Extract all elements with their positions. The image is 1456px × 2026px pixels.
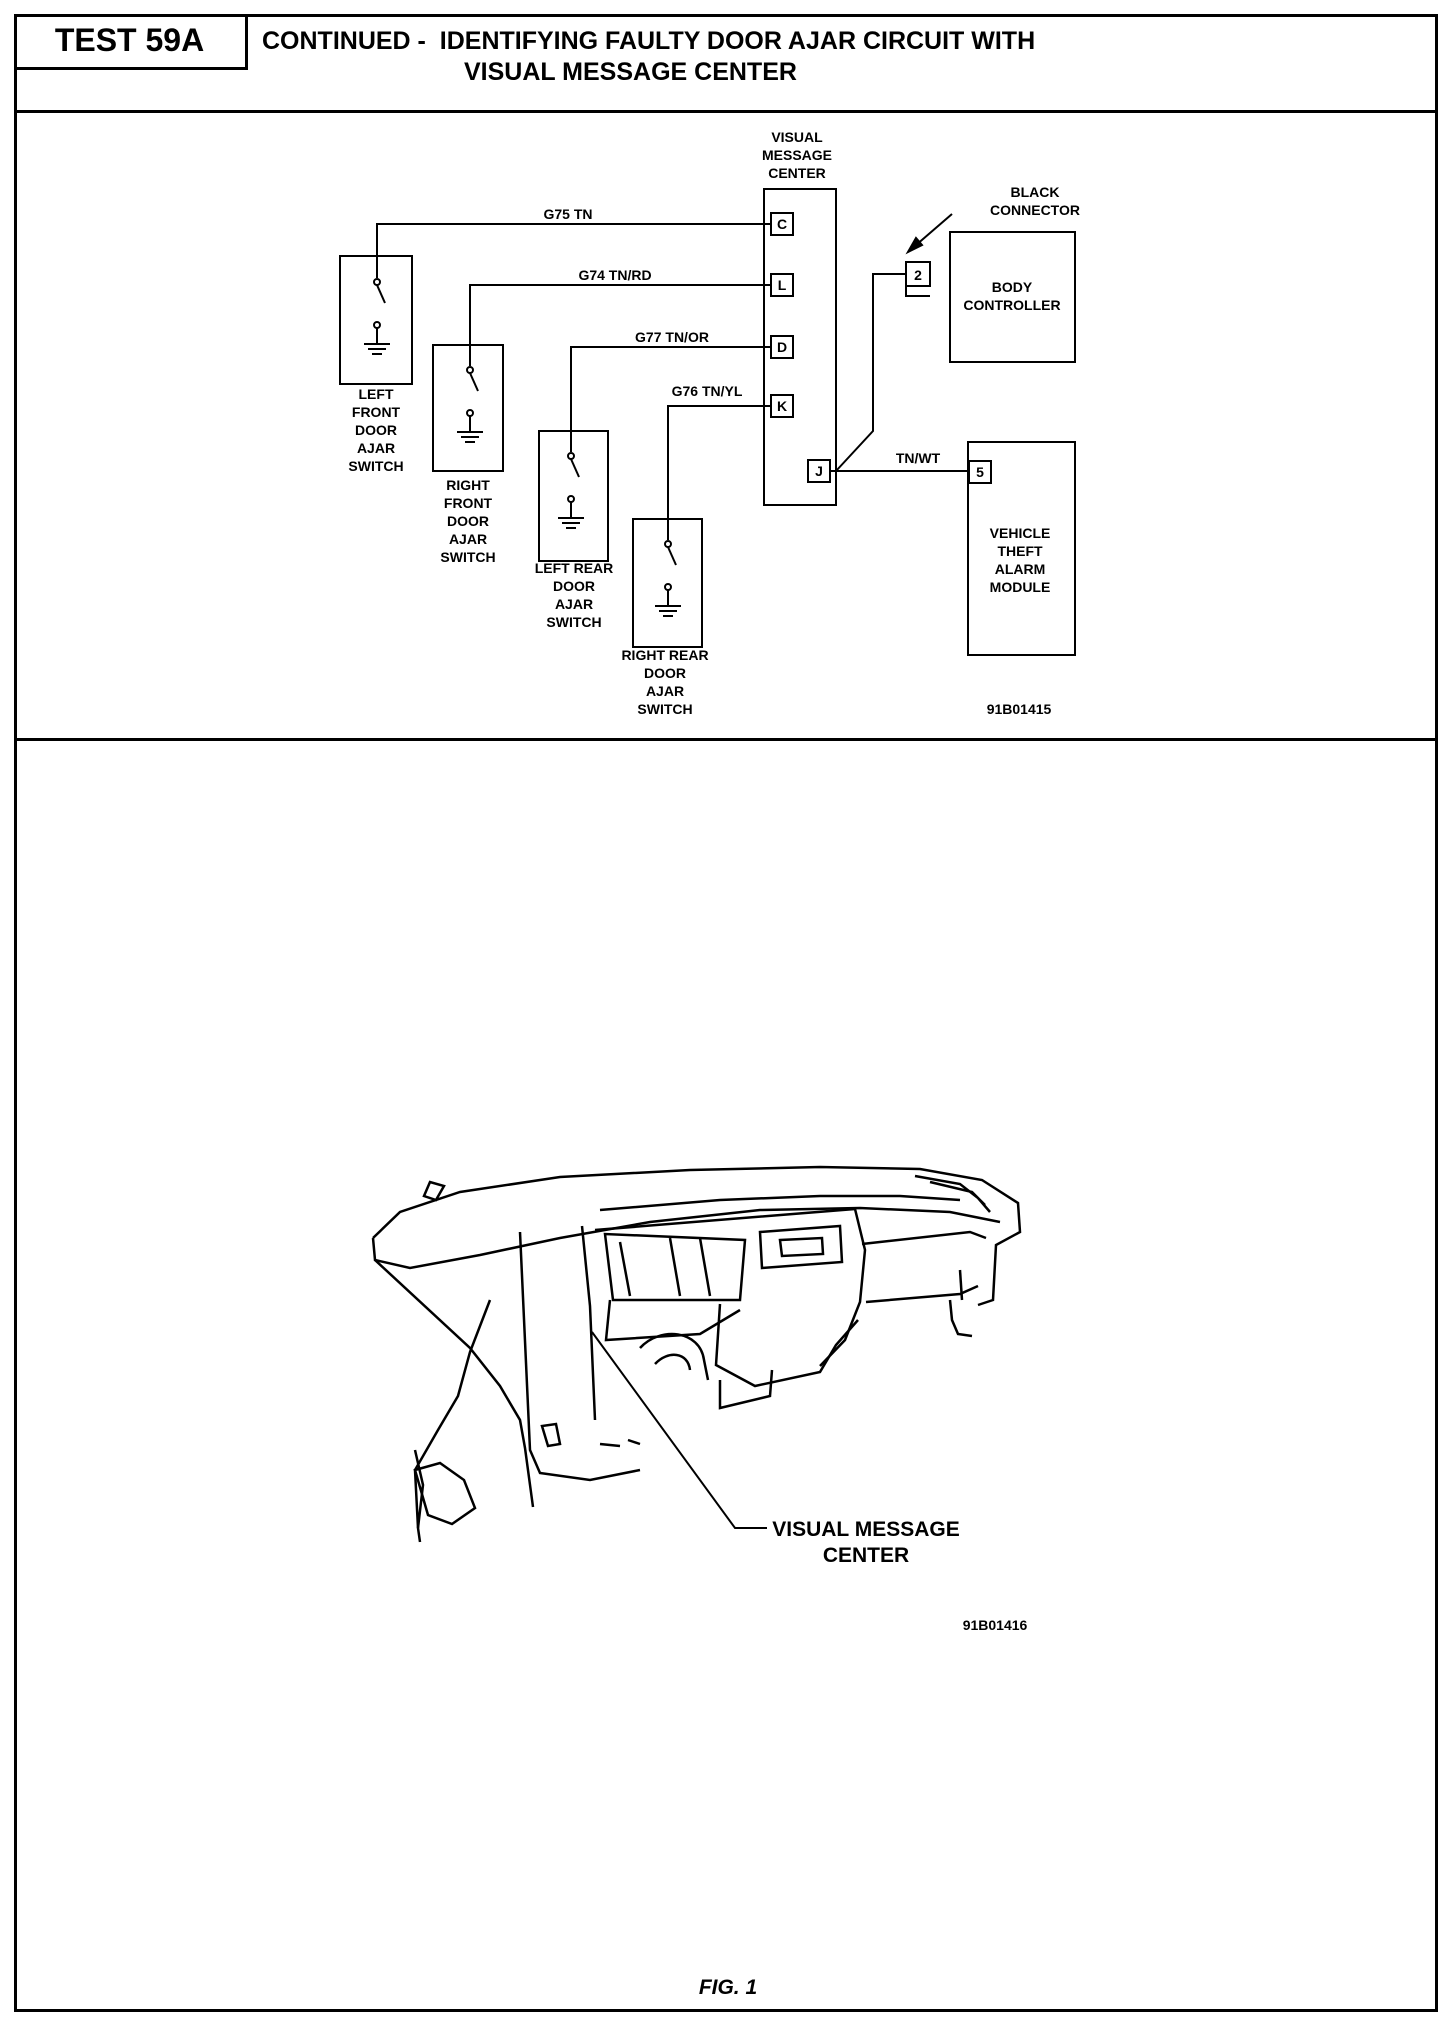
- switch-2-label-4: AJAR: [449, 531, 487, 547]
- header-divider: [14, 110, 1438, 113]
- title-line-2: VISUAL MESSAGE CENTER: [464, 58, 797, 86]
- test-id: TEST 59A: [14, 14, 248, 70]
- switch-3-label-4: SWITCH: [546, 614, 601, 630]
- wire-label-g77: G77 TN/OR: [635, 329, 709, 345]
- body-controller-label-1: BODY: [992, 279, 1033, 295]
- instrument-panel-illustration: [371, 1165, 1022, 1543]
- switch-1-label-1: LEFT: [359, 386, 394, 402]
- switch-1-label-5: SWITCH: [348, 458, 403, 474]
- callout-label-2: CENTER: [823, 1544, 909, 1567]
- vmc-pin-d: D: [777, 339, 787, 355]
- theft-module-label-1: VEHICLE: [990, 525, 1051, 541]
- right-front-switch-box: [432, 344, 504, 472]
- switch-4-label-3: AJAR: [646, 683, 684, 699]
- body-controller-label-2: CONTROLLER: [963, 297, 1060, 313]
- switch-2-label-5: SWITCH: [440, 549, 495, 565]
- vmc-label-3: CENTER: [768, 165, 826, 181]
- wire-g74: [469, 284, 771, 366]
- switch-4-label-4: SWITCH: [637, 701, 692, 717]
- body-controller-box: [949, 231, 1076, 363]
- black-connector-label-1: BLACK: [1011, 184, 1060, 200]
- title-line-1: CONTINUED - IDENTIFYING FAULTY DOOR AJAR…: [262, 27, 1036, 55]
- vmc-label-2: MESSAGE: [762, 147, 832, 163]
- switch-3-label-2: DOOR: [553, 578, 595, 594]
- theft-module-box: [967, 441, 1076, 656]
- illustration-figure-code: 91B01416: [963, 1617, 1028, 1633]
- theft-module-pin: 5: [976, 464, 984, 480]
- theft-module-label-3: ALARM: [995, 561, 1046, 577]
- switch-2-label-2: FRONT: [444, 495, 493, 511]
- wire-body-controller: [835, 273, 906, 472]
- vmc-pin-k: K: [777, 398, 787, 414]
- vmc-pin-j: J: [815, 463, 823, 479]
- section-divider: [14, 738, 1438, 741]
- figure-caption: FIG. 1: [698, 1976, 758, 1999]
- page-frame: [14, 14, 1438, 2012]
- switch-2-label-1: RIGHT: [446, 477, 490, 493]
- switch-2-label-3: DOOR: [447, 513, 489, 529]
- vmc-label-1: VISUAL: [771, 129, 823, 145]
- visual-message-center-box: [763, 188, 837, 506]
- wire-label-g74: G74 TN/RD: [578, 267, 651, 283]
- switch-1-label-3: DOOR: [355, 422, 397, 438]
- callout-leader-line: [591, 1331, 767, 1529]
- theft-module-pin-box: [968, 460, 992, 484]
- left-rear-switch-box: [538, 430, 609, 562]
- switch-1-label-2: FRONT: [352, 404, 401, 420]
- switch-4-label-2: DOOR: [644, 665, 686, 681]
- theft-module-label-4: MODULE: [990, 579, 1051, 595]
- connector-arrowhead: [905, 236, 924, 255]
- switch-4-label-1: RIGHT REAR: [621, 647, 708, 663]
- wire-label-g75: G75 TN: [543, 206, 592, 222]
- wire-g76: [667, 405, 771, 540]
- black-connector-label-2: CONNECTOR: [990, 202, 1080, 218]
- wire-label-g76: G76 TN/YL: [672, 383, 743, 399]
- wire-label-tn-wt: TN/WT: [896, 450, 941, 466]
- page-title: CONTINUED - IDENTIFYING FAULTY DOOR AJAR…: [262, 26, 1035, 88]
- switch-symbols: [364, 278, 681, 617]
- vmc-pin-c: C: [777, 216, 787, 232]
- body-controller-pin-tab: [905, 286, 930, 297]
- wire-g75: [376, 223, 771, 278]
- wire-g77: [570, 346, 771, 452]
- schematic-figure-code: 91B01415: [987, 701, 1052, 717]
- switch-1-label-4: AJAR: [357, 440, 395, 456]
- theft-module-label-2: THEFT: [997, 543, 1043, 559]
- switch-3-label-1: LEFT REAR: [535, 560, 614, 576]
- body-controller-pin: 2: [914, 267, 922, 283]
- callout-label-1: VISUAL MESSAGE: [772, 1518, 959, 1541]
- vmc-pin-l: L: [778, 277, 787, 293]
- switch-3-label-3: AJAR: [555, 596, 593, 612]
